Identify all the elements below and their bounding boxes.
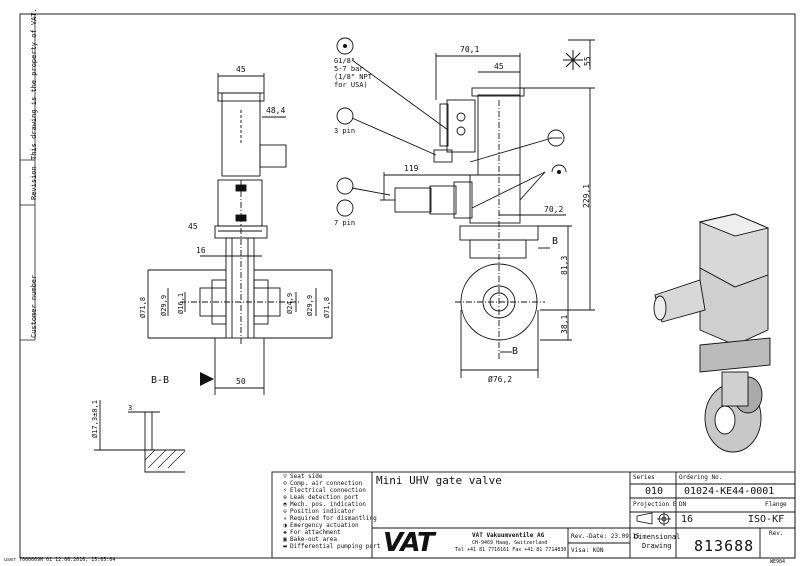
vat-logo: VAT xyxy=(383,528,435,558)
dim-left-dia-mid-r: Ø29,9 xyxy=(306,294,314,316)
ordering-value: 01024-KE44-0001 xyxy=(684,486,775,497)
legend-item: ⊕Leak detection port xyxy=(280,494,358,501)
drawing-number: 813688 xyxy=(694,537,755,555)
dismantling-icon: ✳ xyxy=(283,515,287,522)
dim-left-top-width: 45 xyxy=(236,65,246,74)
legend-item: ◓Mech. pos. indication xyxy=(280,502,366,508)
visa: Visa: KON xyxy=(571,547,604,554)
legend-item: ▽Seat side xyxy=(280,473,322,480)
dim-left-side-offset: 48,4 xyxy=(266,106,286,115)
dim-left-dia-mid-l: Ø29,9 xyxy=(160,294,168,316)
company-name: VAT Vakuumventile AG xyxy=(472,532,545,539)
pin3-label: 3 pin xyxy=(334,127,356,135)
legend-item: ⊙Comp. air connection xyxy=(280,481,362,487)
section-arrow xyxy=(200,372,214,386)
pin7-label: 7 pin xyxy=(334,219,356,227)
dim-left-dia-outer-r: Ø71,8 xyxy=(323,296,331,318)
projection-label: Projection E xyxy=(633,501,677,508)
section-mark-top: B xyxy=(552,236,559,247)
dim-mid-top-offset: 70,1 xyxy=(460,45,480,54)
dim-mid-dia: Ø76,2 xyxy=(488,375,513,384)
seat-side-icon: ▽ xyxy=(283,473,287,480)
dn-value: 16 xyxy=(681,514,694,525)
air-note-line-1: G1/8" xyxy=(334,57,356,65)
doc-type-line-2: Drawing xyxy=(642,542,672,550)
flange-value: ISO-KF xyxy=(748,514,785,525)
legend-item: ◑Emergency actuation xyxy=(280,522,358,529)
dim-mid-55: 55 xyxy=(583,56,592,66)
dn-label: DN xyxy=(679,501,687,508)
dim-left-bottom: 50 xyxy=(236,377,246,386)
left-view xyxy=(147,73,333,395)
middle-view xyxy=(336,37,595,378)
air-note-line-2: 5-7 bar xyxy=(334,65,364,73)
dim-left-flange-width: 45 xyxy=(188,222,198,231)
dim-left-dia-outer-l: Ø71,8 xyxy=(139,296,147,318)
legend-item: ✳Required for dismantling xyxy=(280,516,377,522)
series-label: Series xyxy=(633,474,655,481)
dim-detail-3: 3 xyxy=(128,404,133,412)
detail-view xyxy=(94,400,186,473)
legend-item: ▬Differential pumping port xyxy=(280,544,380,550)
mech-pos-icon: ◓ xyxy=(283,501,287,508)
projection-icon xyxy=(636,512,671,526)
legend-item: ⊖Position indicator xyxy=(280,509,355,515)
emergency-icon: ◑ xyxy=(283,522,287,529)
legend-item: ▣Bake-out area xyxy=(280,537,337,543)
dim-mid-229-1: 229,1 xyxy=(582,183,591,208)
dim-left-plate: 16 xyxy=(196,246,206,255)
rev-label: Rev. xyxy=(769,530,784,537)
section-label: B-B xyxy=(151,375,170,386)
air-note-line-3: (1/8" NPT xyxy=(334,73,372,81)
title-block-grid xyxy=(271,471,796,559)
ordering-label: Ordering No. xyxy=(679,474,723,481)
bakeout-icon: ▣ xyxy=(283,536,287,543)
legend-item: ⚡Electrical connection xyxy=(280,488,366,494)
pumping-icon: ▬ xyxy=(283,543,287,550)
corner-code: WE904 xyxy=(770,559,786,565)
customer-number-label: Customer number xyxy=(30,274,38,338)
dim-mid-top-width: 45 xyxy=(494,62,504,71)
iso-view xyxy=(653,213,771,453)
air-connection-note: G1/8" 5-7 bar (1/8" NPT for USA) xyxy=(334,57,372,89)
company-contact: Tel +41 81 7716161 Fax +41 81 7714830 xyxy=(455,547,567,553)
electrical-icon: ⚡ xyxy=(283,487,287,494)
dim-mid-38-1: 38,1 xyxy=(560,314,569,334)
series-value: 010 xyxy=(645,486,664,497)
dim-mid-81-3: 81,3 xyxy=(560,255,569,275)
star-symbol xyxy=(563,50,583,70)
legend-item: ◈For attachment xyxy=(280,529,340,536)
section-mark-bottom: B xyxy=(512,346,519,357)
comp-air-icon: ⊙ xyxy=(283,480,287,487)
air-note-line-4: for USA) xyxy=(334,81,368,89)
dim-left-dia-inner-l: Ø16,1 xyxy=(177,292,185,314)
dim-left-dia-inner-r: Ø24,9 xyxy=(286,292,294,314)
revision-label: Revision xyxy=(30,166,38,200)
dim-detail-dia: Ø17,3±0,1 xyxy=(91,400,99,438)
property-note: This drawing is the property of VAT. xyxy=(30,8,38,160)
user-stamp: user 7000009M 01 12.06.2016, 15:05:04 xyxy=(4,557,116,563)
pos-indicator-icon: ⊖ xyxy=(283,508,287,515)
dim-mid-119: 119 xyxy=(404,164,419,173)
company-address: CH-9469 Haag, Switzerland xyxy=(472,540,548,546)
drawing-title: Mini UHV gate valve xyxy=(376,474,502,487)
dim-mid-70-2: 70,2 xyxy=(544,205,564,214)
leak-port-icon: ⊕ xyxy=(283,494,287,501)
doc-type-line-1: Dimensional xyxy=(634,533,681,541)
flange-label: Flange xyxy=(765,501,787,508)
attachment-icon: ◈ xyxy=(283,529,287,536)
rev-date: Rev.-Date: 23.09.15 xyxy=(571,533,640,540)
